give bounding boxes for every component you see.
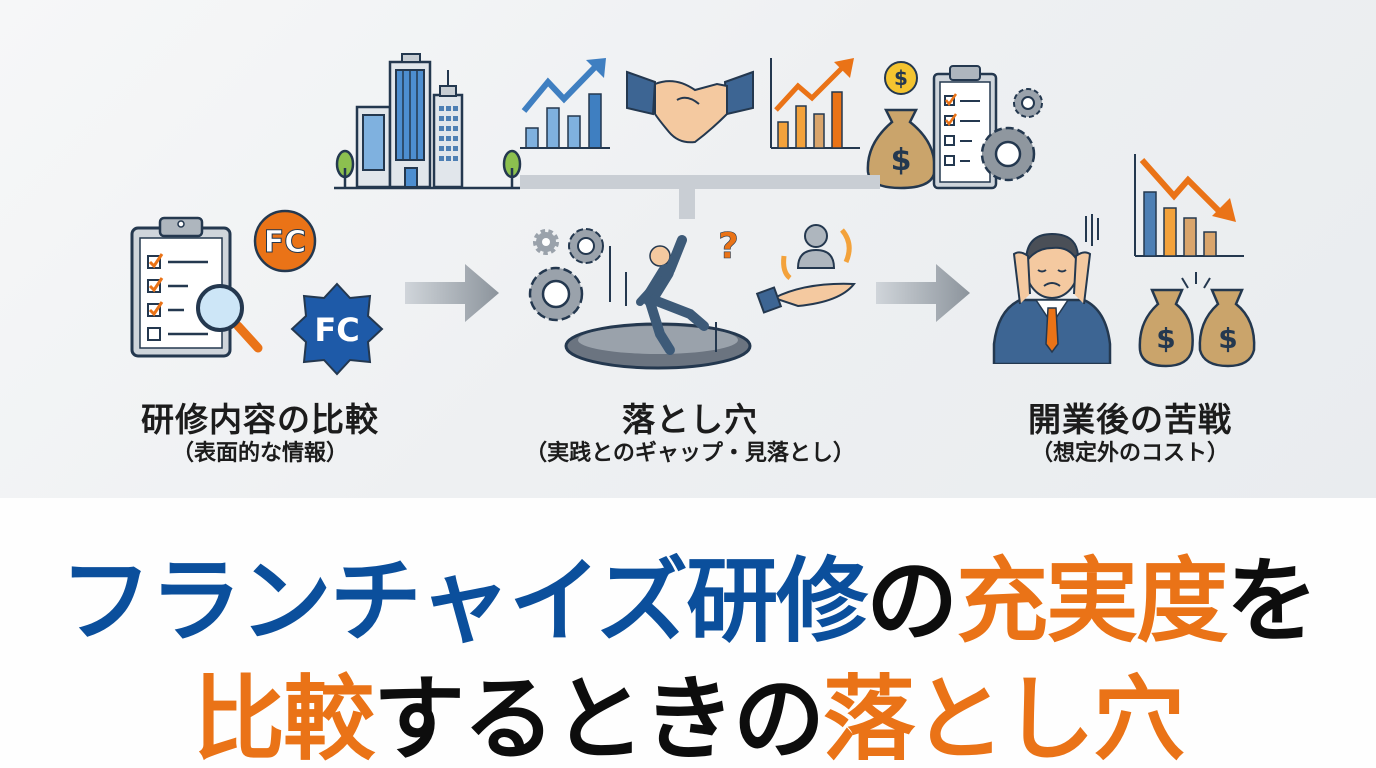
- pitfall-illustration: ?: [528, 224, 856, 370]
- stage-2-title: 落とし穴: [622, 400, 758, 439]
- connector-stem: [679, 189, 695, 219]
- falling-person-icon: [636, 235, 709, 355]
- headline-segment: 比較: [192, 666, 375, 768]
- headline-line-1: フランチャイズ研修の充実度を: [0, 527, 1376, 660]
- svg-text:$: $: [894, 66, 908, 90]
- svg-text:$: $: [891, 143, 912, 178]
- hand-person-cycle-icon: [755, 224, 856, 314]
- svg-text:$: $: [1156, 322, 1175, 355]
- flow-arrow-right-icon: [405, 264, 499, 322]
- torn-money-bags-icon: $ $: [1138, 272, 1256, 368]
- fc-blue-badge-icon: FC: [290, 282, 384, 376]
- office-buildings-icon: [334, 53, 522, 190]
- falling-bar-chart-icon: [1134, 154, 1244, 257]
- stage-1-subtitle: （表面的な情報）: [171, 441, 348, 466]
- svg-text:FC: FC: [264, 225, 307, 260]
- headline-segment: 充実度: [956, 548, 1228, 655]
- clipboard-checklist-magnifier-icon: [130, 216, 263, 358]
- headline-line-2: 比較するときの落とし穴: [0, 645, 1376, 768]
- checklist-gears-money-icon: $ $: [866, 61, 1043, 190]
- svg-text:$: $: [1218, 322, 1237, 355]
- flow-arrow-right-icon: [876, 264, 970, 322]
- rising-bar-chart-orange-icon: [770, 58, 860, 149]
- stage-2-subtitle: （実践とのギャップ・見落とし）: [525, 441, 855, 466]
- stressed-businessman-icon: [992, 214, 1112, 364]
- question-mark-icon: ?: [718, 226, 739, 267]
- headline-segment: フランチャイズ研修: [59, 548, 868, 655]
- fc-orange-badge-icon: FC: [253, 209, 317, 273]
- headline-segment: の: [866, 548, 958, 655]
- gears-icon: [528, 228, 604, 322]
- rising-bar-chart-blue-icon: [520, 58, 610, 149]
- stage-1-title: 研修内容の比較: [141, 400, 379, 439]
- stage-3-title: 開業後の苦戦: [1028, 400, 1232, 439]
- headline-panel: [0, 498, 1376, 768]
- handshake-icon: [626, 70, 754, 144]
- connector-bar: [520, 175, 880, 189]
- stage-3-subtitle: （想定外のコスト）: [1030, 441, 1229, 466]
- headline-segment: するときの: [372, 666, 825, 768]
- headline-segment: 落とし穴: [823, 666, 1185, 768]
- svg-text:FC: FC: [314, 311, 359, 349]
- headline-segment: を: [1226, 548, 1318, 655]
